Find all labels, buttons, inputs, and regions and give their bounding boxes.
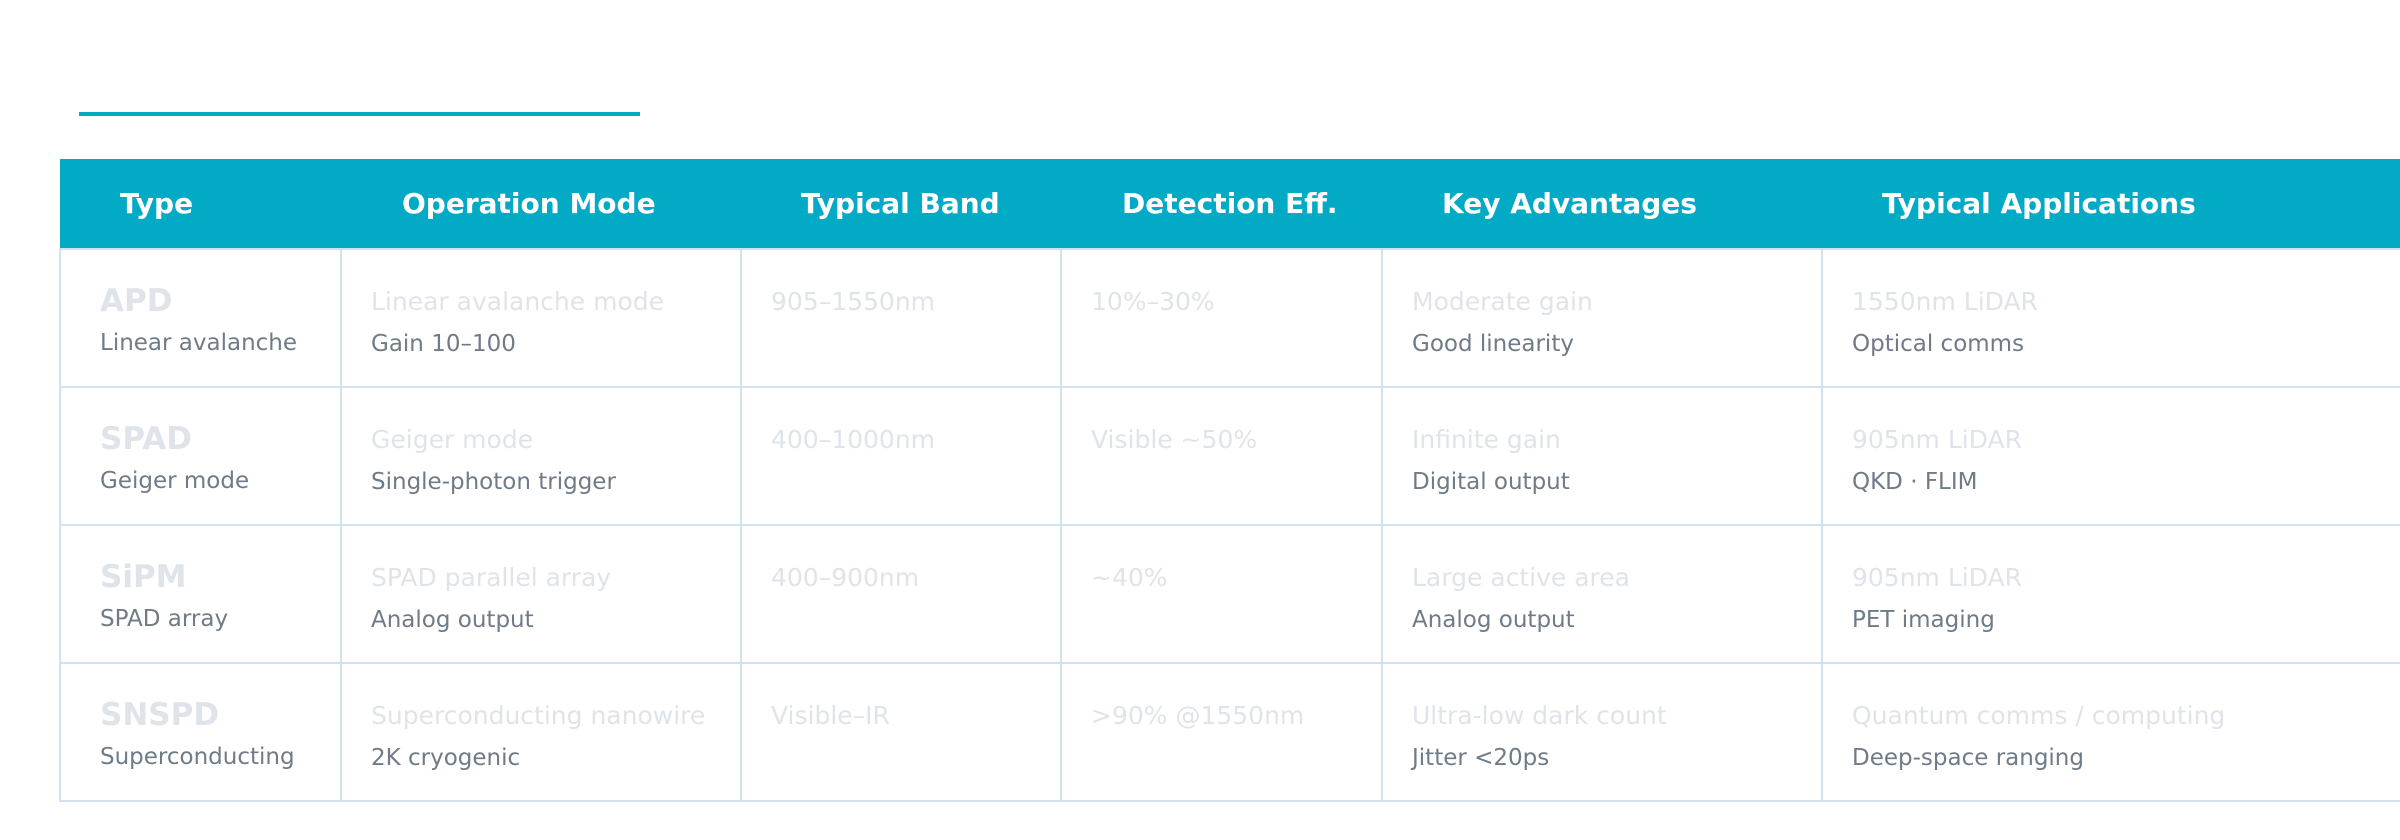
eff-text: ~40% xyxy=(1091,563,1168,592)
header-label: Detection Eff. xyxy=(1122,187,1338,220)
table-header: Type Operation Mode Typical Band Detecti… xyxy=(60,159,2400,249)
adv-text: Ultra-low dark count xyxy=(1412,701,1667,730)
mode-sub: Analog output xyxy=(371,607,534,633)
app-sub: Deep-space ranging xyxy=(1852,745,2084,771)
cell-detection-eff: ~40% xyxy=(1060,524,1383,664)
mode-text: SPAD parallel array xyxy=(371,563,612,592)
header-type: Type xyxy=(60,159,341,249)
detector-type-sub: Linear avalanche xyxy=(100,330,298,356)
app-sub: Optical comms xyxy=(1852,331,2025,357)
detector-type-sub: Superconducting xyxy=(100,744,295,770)
cell-detection-eff: >90% @1550nm xyxy=(1060,662,1383,802)
header-label: Key Advantages xyxy=(1442,187,1697,220)
cell-typical-applications: Quantum comms / computing Deep-space ran… xyxy=(1821,662,2400,802)
cell-typical-band: 905–1550nm xyxy=(740,248,1062,388)
detector-type-name: SPAD xyxy=(100,421,192,457)
adv-text: Moderate gain xyxy=(1412,287,1593,316)
band-text: Visible–IR xyxy=(771,701,890,730)
cell-operation-mode: Superconducting nanowire 2K cryogenic xyxy=(340,662,742,802)
band-text: 905–1550nm xyxy=(771,287,936,316)
cell-type: SNSPD Superconducting xyxy=(59,662,342,802)
header-key-advantages: Key Advantages xyxy=(1382,159,1822,249)
eff-text: >90% @1550nm xyxy=(1091,701,1305,730)
eff-text: 10%–30% xyxy=(1091,287,1215,316)
cell-typical-band: 400–1000nm xyxy=(740,386,1062,526)
cell-typical-band: Visible–IR xyxy=(740,662,1062,802)
adv-text: Large active area xyxy=(1412,563,1630,592)
cell-detection-eff: 10%–30% xyxy=(1060,248,1383,388)
cell-key-advantages: Large active area Analog output xyxy=(1381,524,1823,664)
cell-typical-applications: 905nm LiDAR PET imaging xyxy=(1821,524,2400,664)
detector-type-name: SiPM xyxy=(100,559,187,595)
table-body: APD Linear avalanche Linear avalanche mo… xyxy=(59,248,2400,802)
header-label: Typical Band xyxy=(801,187,1000,220)
header-typical-band: Typical Band xyxy=(741,159,1061,249)
header-label: Type xyxy=(120,187,194,220)
header-label: Operation Mode xyxy=(402,187,656,220)
mode-text: Linear avalanche mode xyxy=(371,287,665,316)
cell-key-advantages: Infinite gain Digital output xyxy=(1381,386,1823,526)
band-text: 400–1000nm xyxy=(771,425,936,454)
header-label: Typical Applications xyxy=(1882,187,2196,220)
cell-typical-applications: 1550nm LiDAR Optical comms xyxy=(1821,248,2400,388)
mode-sub: Gain 10–100 xyxy=(371,331,516,357)
adv-text: Infinite gain xyxy=(1412,425,1561,454)
table-row: SNSPD Superconducting Superconducting na… xyxy=(59,662,2400,802)
table-row: APD Linear avalanche Linear avalanche mo… xyxy=(59,248,2400,388)
band-text: 400–900nm xyxy=(771,563,920,592)
detector-comparison-table: Type Operation Mode Typical Band Detecti… xyxy=(59,159,2400,802)
app-sub: PET imaging xyxy=(1852,607,1995,633)
detector-type-sub: Geiger mode xyxy=(100,468,250,494)
cell-type: SiPM SPAD array xyxy=(59,524,342,664)
app-text: 905nm LiDAR xyxy=(1852,425,2023,454)
adv-sub: Good linearity xyxy=(1412,331,1574,357)
app-text: 905nm LiDAR xyxy=(1852,563,2023,592)
header-row: Type Operation Mode Typical Band Detecti… xyxy=(60,159,2400,249)
mode-sub: Single-photon trigger xyxy=(371,469,616,495)
detector-type-sub: SPAD array xyxy=(100,606,229,632)
detector-type-name: SNSPD xyxy=(100,697,220,733)
cell-type: APD Linear avalanche xyxy=(59,248,342,388)
adv-sub: Jitter <20ps xyxy=(1412,745,1550,771)
eff-text: Visible ~50% xyxy=(1091,425,1258,454)
mode-sub: 2K cryogenic xyxy=(371,745,521,771)
header-operation-mode: Operation Mode xyxy=(341,159,741,249)
cell-operation-mode: Linear avalanche mode Gain 10–100 xyxy=(340,248,742,388)
detector-type-name: APD xyxy=(100,283,173,319)
cell-key-advantages: Moderate gain Good linearity xyxy=(1381,248,1823,388)
app-sub: QKD · FLIM xyxy=(1852,469,1978,495)
mode-text: Superconducting nanowire xyxy=(371,701,706,730)
cell-operation-mode: Geiger mode Single-photon trigger xyxy=(340,386,742,526)
accent-line xyxy=(79,112,640,116)
app-text: Quantum comms / computing xyxy=(1852,701,2226,730)
cell-typical-applications: 905nm LiDAR QKD · FLIM xyxy=(1821,386,2400,526)
cell-operation-mode: SPAD parallel array Analog output xyxy=(340,524,742,664)
table-row: SiPM SPAD array SPAD parallel array Anal… xyxy=(59,524,2400,664)
cell-type: SPAD Geiger mode xyxy=(59,386,342,526)
cell-typical-band: 400–900nm xyxy=(740,524,1062,664)
header-typical-applications: Typical Applications xyxy=(1822,159,2400,249)
cell-detection-eff: Visible ~50% xyxy=(1060,386,1383,526)
mode-text: Geiger mode xyxy=(371,425,534,454)
adv-sub: Analog output xyxy=(1412,607,1575,633)
table-row: SPAD Geiger mode Geiger mode Single-phot… xyxy=(59,386,2400,526)
app-text: 1550nm LiDAR xyxy=(1852,287,2038,316)
header-detection-eff: Detection Eff. xyxy=(1061,159,1382,249)
adv-sub: Digital output xyxy=(1412,469,1570,495)
cell-key-advantages: Ultra-low dark count Jitter <20ps xyxy=(1381,662,1823,802)
